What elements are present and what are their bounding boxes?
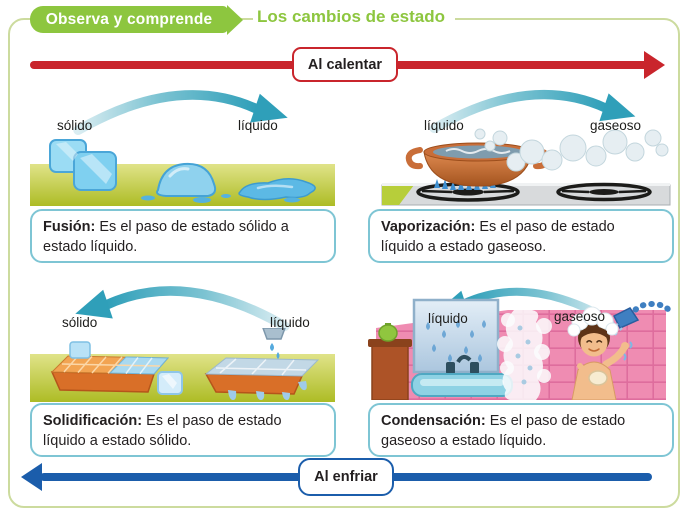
solidificacion-term: Solidificación: xyxy=(43,413,143,429)
vaporizacion-right-state-label: gaseoso xyxy=(590,118,642,133)
fusion-caption: Fusión: Es el paso de estado sólido a es… xyxy=(30,209,336,263)
condensacion-caption: Condensación: Es el paso de estado gaseo… xyxy=(368,403,674,457)
fusion-term: Fusión: xyxy=(43,219,96,235)
pot-boiling-on-stove-illustration xyxy=(381,128,671,206)
heat-arrow-right-icon xyxy=(644,51,665,79)
condensacion-description: Es el paso de estado gaseoso a estado lí… xyxy=(381,413,626,449)
cool-arrow-left-icon xyxy=(21,463,42,491)
steamy-bathroom-condensation-illustration xyxy=(368,298,673,400)
section-banner: Observa y comprende xyxy=(30,6,228,33)
fusion-description: Es el paso de estado sólido a estado líq… xyxy=(43,219,289,255)
condensacion-right-state-label: gaseoso xyxy=(554,309,606,324)
vaporizacion-caption: Vaporización: Es el paso de estado líqui… xyxy=(368,209,674,263)
condensacion-left-state-label: líquido xyxy=(428,311,468,326)
ice-cubes-melting-illustration xyxy=(30,139,335,206)
page-title: Los cambios de estado xyxy=(253,7,455,27)
solidificacion-description: Es el paso de estado líquido a estado só… xyxy=(43,413,282,449)
heat-arrow-label: Al calentar xyxy=(292,47,398,82)
solidificacion-caption: Solidificación: Es el paso de estado líq… xyxy=(30,403,336,457)
fusion-left-state-label: sólido xyxy=(57,118,93,133)
cool-arrow-label: Al enfriar xyxy=(298,458,394,496)
condensacion-term: Condensación: xyxy=(381,413,486,429)
vaporizacion-left-state-label: líquido xyxy=(424,118,464,133)
ice-cube-trays-freezing-illustration xyxy=(30,328,335,402)
heat-arrow-label-text: Al calentar xyxy=(307,56,383,73)
fusion-right-state-label: líquido xyxy=(238,118,278,133)
vaporizacion-term: Vaporización: xyxy=(381,219,476,235)
section-banner-label: Observa y comprende xyxy=(45,10,213,28)
cool-arrow-label-text: Al enfriar xyxy=(314,469,378,485)
solidificacion-right-state-label: líquido xyxy=(270,315,310,330)
vaporizacion-description: Es el paso de estado líquido a estado ga… xyxy=(381,219,615,255)
solidificacion-left-state-label: sólido xyxy=(62,315,98,330)
